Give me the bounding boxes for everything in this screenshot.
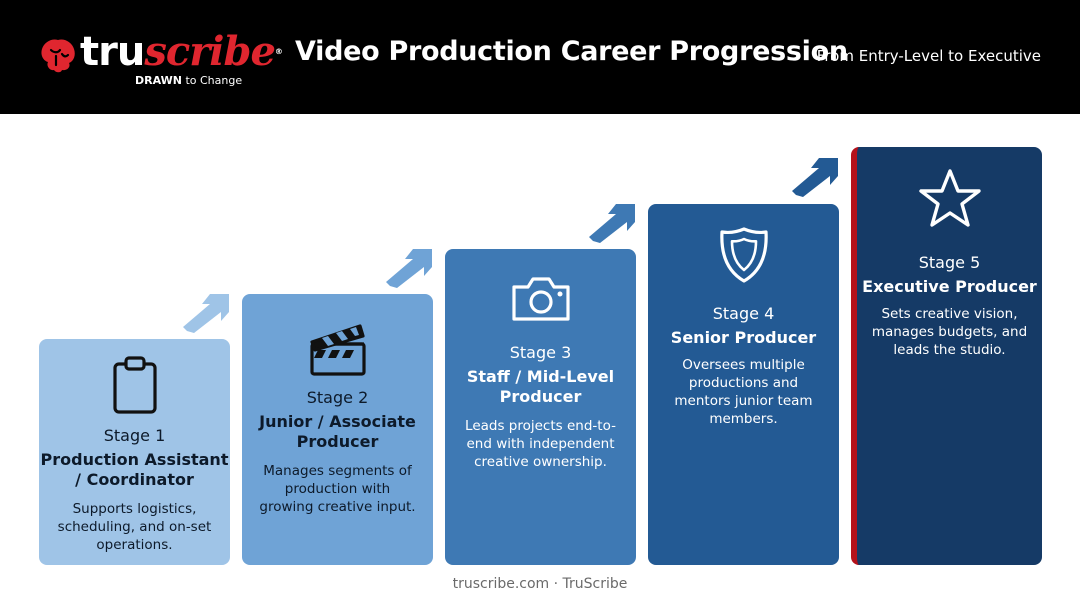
stage-label: Stage 2 (306, 388, 369, 407)
stage-role: Executive Producer (857, 277, 1042, 297)
logo-wordmark-tru: tru (80, 29, 145, 75)
stage-role-line1: Staff / Mid-Level (466, 367, 615, 386)
stage-description: Manages segments of production with grow… (259, 463, 416, 515)
logo-registered: ® (274, 47, 283, 56)
shield-icon (719, 227, 768, 283)
stage-role: Production Assistant / Coordinator (39, 450, 230, 490)
clipboard-icon (112, 356, 157, 414)
step-arrow-3-icon (589, 204, 635, 243)
stage-role-line2: / Coordinator (75, 470, 194, 489)
clapperboard-icon (309, 324, 366, 376)
stage-role-line1: Production Assistant (40, 450, 229, 469)
footer-credit: truscribe.com · TruScribe (452, 576, 628, 592)
logo-tagline: DRAWN to Change (135, 74, 242, 87)
stage-role-line2: Producer (499, 387, 582, 406)
stage-label: Stage 1 (103, 426, 166, 445)
stage-description: Supports logistics, scheduling, and on-s… (57, 501, 212, 553)
stage-card-4: Stage 4 Senior Producer Oversees multipl… (648, 204, 839, 565)
camera-icon (511, 277, 570, 321)
stage-label: Stage 5 (918, 253, 981, 272)
stage-role: Senior Producer (648, 328, 839, 348)
logo-wordmark-scribe: scribe (144, 28, 276, 75)
stage-role: Junior / Associate Producer (242, 412, 433, 452)
step-arrow-2-icon (386, 249, 432, 288)
page-subtitle: From Entry-Level to Executive (816, 47, 1041, 65)
header-bar: truscribe® DRAWN to Change Video Product… (0, 0, 1080, 114)
stage-label: Stage 4 (712, 304, 775, 323)
logo-tagline-bold: DRAWN (135, 74, 182, 87)
stage-description: Sets creative vision, manages budgets, a… (871, 306, 1028, 358)
truscribe-logo[interactable]: truscribe® DRAWN to Change (38, 24, 283, 94)
stage-card-5: Stage 5 Executive Producer Sets creative… (851, 147, 1042, 565)
stage-label: Stage 3 (509, 343, 572, 362)
step-arrow-1-icon (183, 294, 229, 333)
stage-card-2: Stage 2 Junior / Associate Producer Mana… (242, 294, 433, 565)
logo-wordmark: truscribe® (80, 24, 283, 80)
stage-role-line1: Executive Producer (862, 277, 1037, 296)
page-title: Video Production Career Progression (295, 36, 848, 67)
stage-description: Oversees multiple productions and mentor… (674, 357, 813, 427)
stage-description: Leads projects end-to-end with independe… (465, 418, 616, 470)
logo-tagline-rest: to Change (181, 74, 243, 87)
step-arrow-4-icon (792, 158, 838, 197)
stage-card-1: Stage 1 Production Assistant / Coordinat… (39, 339, 230, 565)
stage-role-line1: Junior / Associate (259, 412, 416, 431)
stage-role-line1: Senior Producer (670, 328, 817, 347)
stage-role: Staff / Mid-Level Producer (445, 367, 636, 407)
star-icon (918, 169, 981, 227)
stage-role-line2: Producer (296, 432, 379, 451)
logo-mark-icon (41, 39, 75, 73)
stage-card-3: Stage 3 Staff / Mid-Level Producer Leads… (445, 249, 636, 565)
